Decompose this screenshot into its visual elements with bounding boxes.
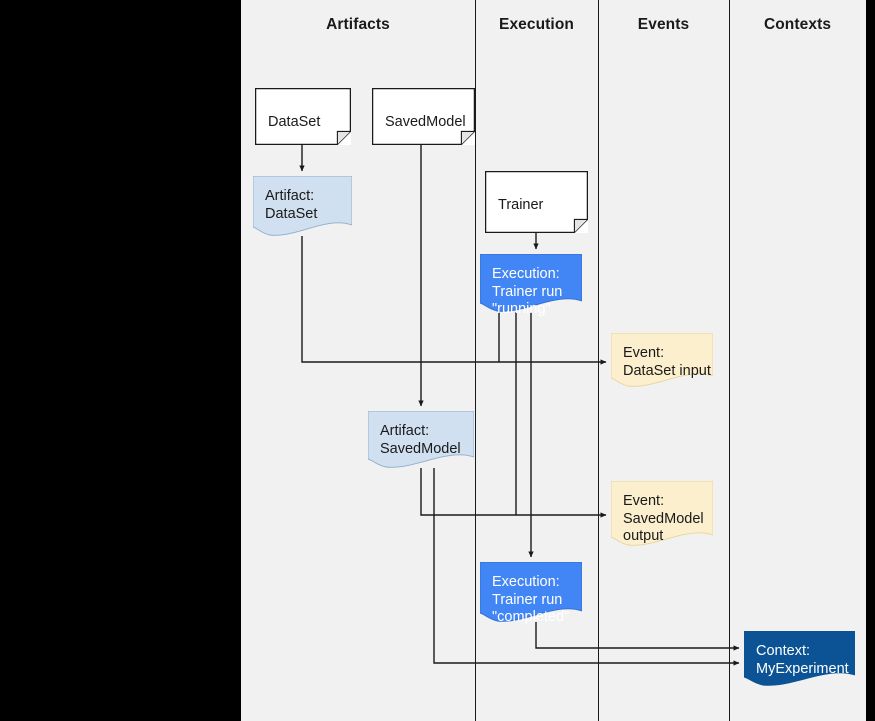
diagram-board: Artifacts Execution Events Contexts Data… [241,0,866,721]
wavy-card-shape [744,631,855,686]
node-execution-running[interactable]: Execution: Trainer run "running" [480,254,582,317]
document-shape [485,171,588,233]
node-artifact-dataset[interactable]: Artifact: DataSet [253,176,352,236]
node-context-myexperiment[interactable]: Context: MyExperiment [744,631,855,686]
node-trainer-type[interactable]: Trainer [485,171,588,233]
column-header-execution: Execution [499,16,574,33]
node-label: Execution: Trainer run "running" [492,266,563,317]
wavy-card-shape [480,254,582,312]
wavy-card-shape [253,176,352,236]
node-label: DataSet [268,114,321,130]
document-shape [372,88,475,145]
column-divider-artifacts-execution [475,0,476,721]
column-header-artifacts: Artifacts [326,16,390,33]
node-dataset-type[interactable]: DataSet [255,88,351,145]
node-event-savedmodel-output[interactable]: Event: SavedModel output [611,481,713,546]
column-divider-events-contexts [729,0,730,721]
node-label: Execution: Trainer run "completed" [492,574,570,625]
node-label: Artifact: SavedModel [380,423,461,457]
node-label: Artifact: DataSet [265,188,318,222]
document-shape [255,88,351,145]
node-label: SavedModel [385,114,466,130]
node-label: Event: SavedModel output [623,493,704,544]
column-divider-execution-events [598,0,599,721]
wavy-card-shape [611,481,713,546]
column-header-contexts: Contexts [763,16,832,33]
node-event-dataset-input[interactable]: Event: DataSet input [611,333,713,387]
wavy-card-shape [480,562,582,622]
node-label: Context: MyExperiment [756,643,849,677]
node-savedmodel-type[interactable]: SavedModel [372,88,475,145]
wavy-card-shape [368,411,474,468]
edge-artifact-savedmodel-to-event-output [420,468,607,518]
node-label: Trainer [498,197,544,213]
node-execution-completed[interactable]: Execution: Trainer run "completed" [480,562,582,625]
wavy-card-shape [611,333,713,387]
node-label: Event: DataSet input [623,345,711,379]
column-header-events: Events [637,16,690,33]
node-artifact-savedmodel[interactable]: Artifact: SavedModel [368,411,474,468]
